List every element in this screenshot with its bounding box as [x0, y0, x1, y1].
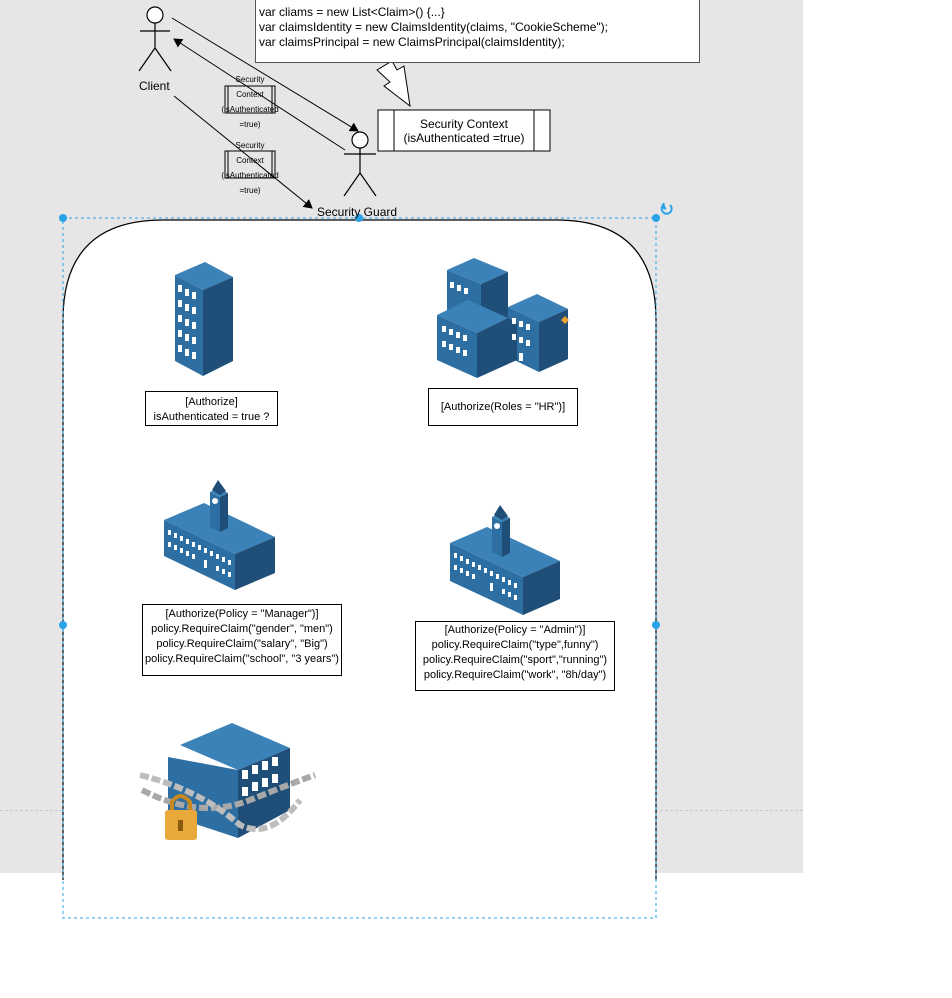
code-line: var cliams = new List<Claim>() {...}: [259, 5, 445, 19]
admin-policy-caption[interactable]: [Authorize(Policy = "Admin")] policy.Req…: [415, 621, 615, 691]
selection-handles[interactable]: [59, 214, 660, 919]
roles-caption[interactable]: [Authorize(Roles = "HR")]: [428, 388, 578, 426]
locked-building-icon: [139, 723, 316, 840]
authorize-caption[interactable]: [Authorize] isAuthenticated = true ?: [145, 391, 278, 426]
block-arrow[interactable]: [376, 60, 411, 108]
guard-to-client-arrow[interactable]: [173, 38, 346, 151]
office-tower-icon: [175, 262, 233, 376]
padlock-icon: [170, 794, 192, 810]
client-to-guard-arrow[interactable]: [171, 17, 359, 132]
code-line: var claimsIdentity = new ClaimsIdentity(…: [259, 20, 608, 34]
security-context-label: Security Context (isAuthenticated =true): [403, 117, 525, 145]
token-box-2[interactable]: [224, 150, 276, 179]
token-box-1[interactable]: [224, 85, 276, 114]
code-snippet-box[interactable]: var cliams = new List<Claim>() {...} var…: [255, 0, 700, 63]
security-guard-label: Security Guard: [317, 205, 398, 219]
security-guard-actor[interactable]: [343, 131, 377, 197]
rotate-handle-icon[interactable]: [660, 202, 673, 215]
code-line: var claimsPrincipal = new ClaimsPrincipa…: [259, 35, 565, 49]
client-actor[interactable]: [138, 6, 172, 72]
client-to-guard-arrow-2[interactable]: [173, 95, 313, 209]
client-label: Client: [139, 79, 170, 93]
clocktower-building-icon: [164, 480, 275, 590]
clocktower-building-icon: [450, 505, 560, 615]
security-context-box[interactable]: [377, 109, 551, 152]
manager-policy-caption[interactable]: [Authorize(Policy = "Manager")] policy.R…: [142, 604, 342, 676]
office-cluster-icon: [437, 258, 569, 378]
